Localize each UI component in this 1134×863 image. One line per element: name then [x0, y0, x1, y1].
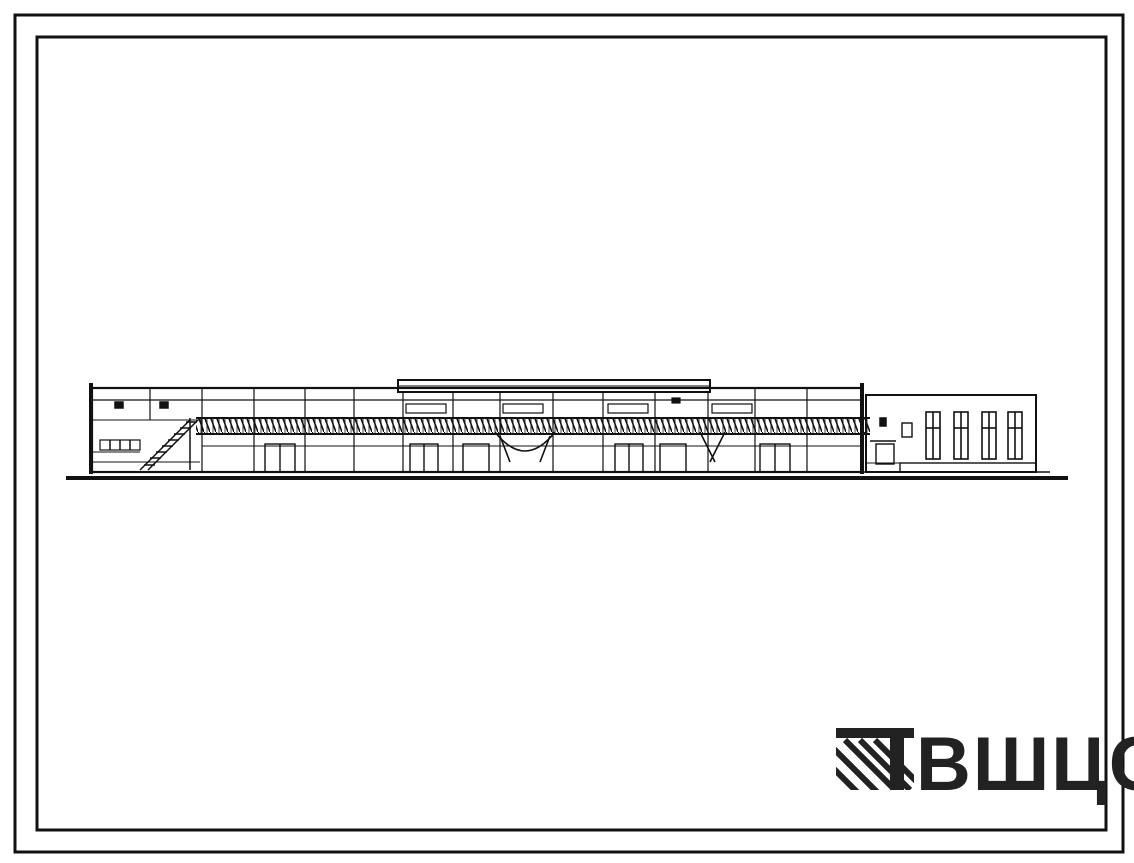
inner-frame [35, 35, 1108, 832]
ground-floor-doors [264, 443, 791, 473]
building-elevation [66, 379, 1068, 480]
logo: ВШЦС [836, 722, 1134, 807]
annex-tall-windows [925, 411, 1023, 460]
entrance-canopies [494, 431, 726, 463]
stamp-stripes-icon [836, 728, 914, 790]
upper-windows [405, 397, 753, 414]
annex-block [865, 394, 1037, 473]
gallery-railing [196, 417, 870, 435]
outer-frame [13, 13, 1125, 854]
logo-text: ВШЦС [916, 722, 1134, 807]
exterior-staircase [139, 418, 199, 471]
